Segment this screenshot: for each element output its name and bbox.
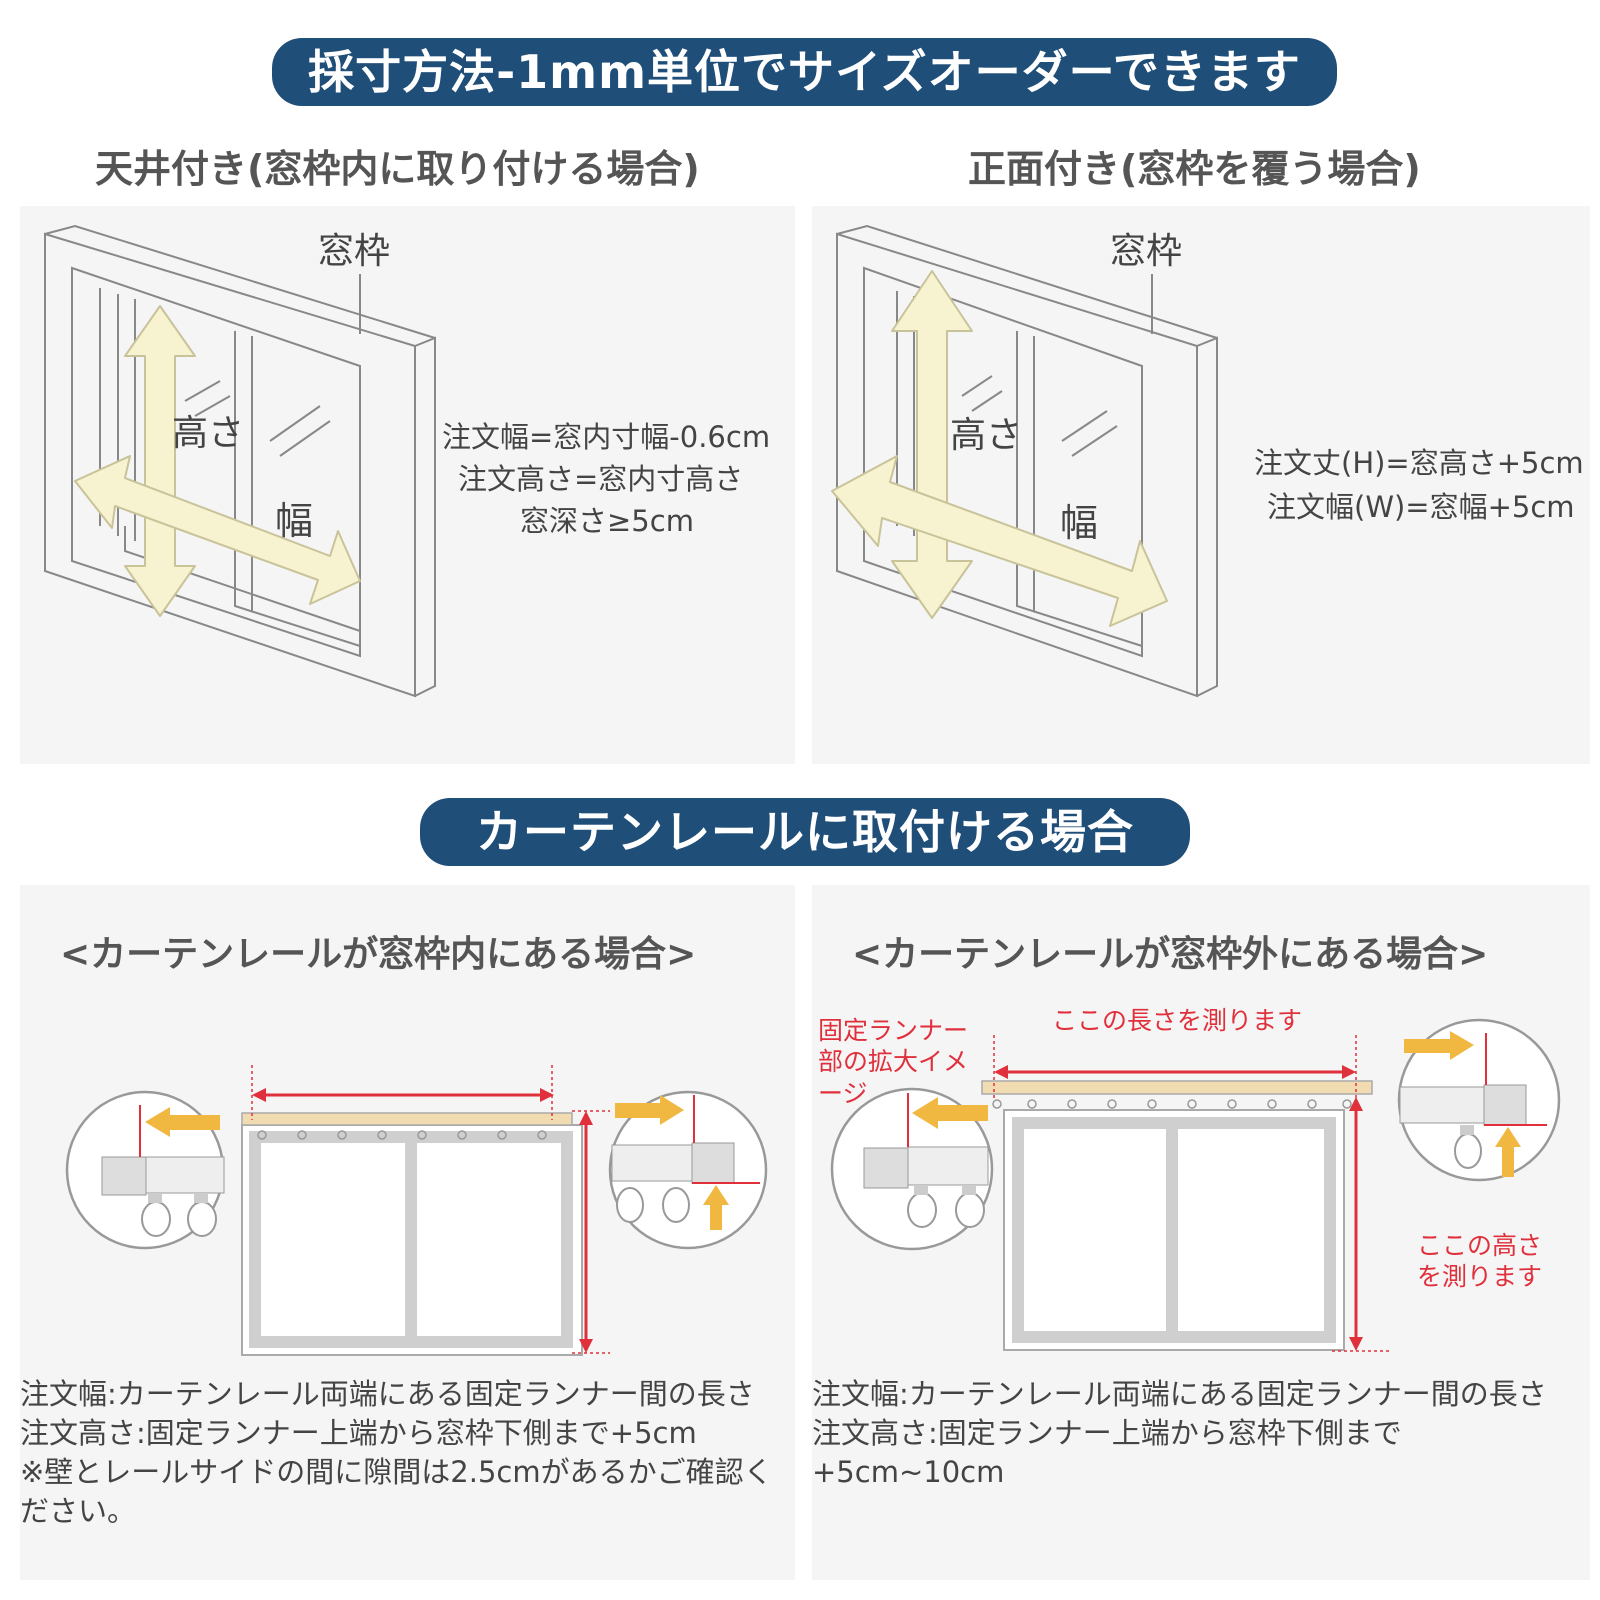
magnifier-circle-icon bbox=[1397, 1018, 1561, 1182]
runner-label-2: 部の拡大イメ bbox=[818, 1047, 969, 1077]
rail-banner: カーテンレールに取付ける場合 bbox=[420, 798, 1190, 866]
rail-inside-subheading: <カーテンレールが窓枠内にある場合> bbox=[60, 934, 697, 975]
front-heading: 正面付き(窓枠を覆う場合) bbox=[968, 147, 1421, 191]
width-arrow-icon bbox=[831, 455, 1168, 627]
runner-label: 固定ランナー 部の拡大イメ ージ bbox=[818, 1015, 968, 1109]
height-label: 高さ bbox=[172, 413, 245, 454]
rail-inside-panel: <カーテンレールが窓枠内にある場合> bbox=[20, 885, 795, 1580]
frame-label: 窓枠 bbox=[1110, 231, 1183, 272]
height-arrow-icon bbox=[891, 270, 973, 619]
rail-outside-note-1: 注文幅:カーテンレール両端にある固定ランナー間の長さ bbox=[812, 1377, 1547, 1411]
height-label: 高さ bbox=[950, 415, 1023, 456]
runner-label-3: ージ bbox=[818, 1078, 868, 1108]
rail-inside-notes: 注文幅:カーテンレール両端にある固定ランナー間の長さ 注文高さ:固定ランナー上端… bbox=[20, 1375, 795, 1532]
rail-outside-note-3: +5cm~10cm bbox=[812, 1455, 1005, 1490]
rail-outside-note-2: 注文高さ:固定ランナー上端から窓枠下側まで bbox=[812, 1416, 1402, 1451]
title-banner: 採寸方法-1mm単位でサイズオーダーできます bbox=[272, 38, 1337, 106]
width-label: 幅 bbox=[1060, 501, 1099, 545]
front-mount-panel: 窓枠 高さ 幅 注文丈(H)=窓高さ+5cm 注文幅(W)=窓幅+5cm bbox=[812, 206, 1590, 764]
magnifier-circle-icon bbox=[65, 1090, 225, 1250]
rail-outside-panel: <カーテンレールが窓枠外にある場合> bbox=[812, 885, 1590, 1580]
height-measure-arrow bbox=[1349, 1097, 1363, 1351]
ceiling-formula-3: 窓深さ≥5cm bbox=[520, 504, 694, 538]
height-measure-arrow bbox=[579, 1111, 593, 1353]
rail-inside-note-3: ※壁とレールサイドの間に隙間は2.5cmがあるかご確認ください。 bbox=[20, 1455, 773, 1529]
magnifier-circle-icon bbox=[608, 1090, 768, 1250]
runner-label-1: 固定ランナー bbox=[818, 1016, 969, 1045]
front-formula-1: 注文丈(H)=窓高さ+5cm bbox=[1254, 446, 1584, 480]
magnifier-circle-icon bbox=[830, 1087, 994, 1251]
frame-label: 窓枠 bbox=[318, 231, 391, 272]
front-formula-2: 注文幅(W)=窓幅+5cm bbox=[1267, 490, 1575, 524]
height-measure-label: ここの高さ を測ります bbox=[1417, 1230, 1542, 1293]
width-measure-arrow bbox=[252, 1088, 554, 1102]
frame-illustration-front bbox=[831, 224, 1218, 698]
height-measure-label-2: を測ります bbox=[1417, 1262, 1543, 1292]
rail-inside-note-2: 注文高さ:固定ランナー上端から窓枠下側まで+5cm bbox=[20, 1416, 697, 1451]
rail-outside-notes: 注文幅:カーテンレール両端にある固定ランナー間の長さ 注文高さ:固定ランナー上端… bbox=[812, 1375, 1590, 1492]
rail-inside-illustration bbox=[65, 1065, 768, 1356]
frame-label-leader bbox=[359, 274, 361, 334]
rail-inside-note-1: 注文幅:カーテンレール両端にある固定ランナー間の長さ bbox=[20, 1377, 755, 1411]
length-label: ここの長さを測ります bbox=[1052, 1006, 1303, 1035]
width-arrow-icon bbox=[74, 455, 361, 605]
ceiling-heading: 天井付き(窓枠内に取り付ける場合) bbox=[95, 147, 700, 191]
rail-outside-illustration bbox=[830, 1018, 1561, 1352]
rail-outside-subheading: <カーテンレールが窓枠外にある場合> bbox=[852, 934, 1489, 975]
frame-label-leader bbox=[1151, 274, 1153, 334]
height-measure-label-1: ここの高さ bbox=[1417, 1231, 1543, 1260]
ceiling-mount-panel: 窓枠 高さ 幅 注文幅=窓内寸幅-0.6cm 注文高さ=窓内寸高さ 窓深さ≥5c… bbox=[20, 206, 795, 764]
height-arrow-icon bbox=[124, 305, 196, 617]
width-label: 幅 bbox=[275, 499, 314, 543]
ceiling-formula-1: 注文幅=窓内寸幅-0.6cm bbox=[442, 420, 771, 454]
ceiling-formula-2: 注文高さ=窓内寸高さ bbox=[458, 462, 744, 496]
frame-illustration-ceiling bbox=[44, 224, 436, 698]
width-measure-arrow bbox=[994, 1065, 1356, 1079]
